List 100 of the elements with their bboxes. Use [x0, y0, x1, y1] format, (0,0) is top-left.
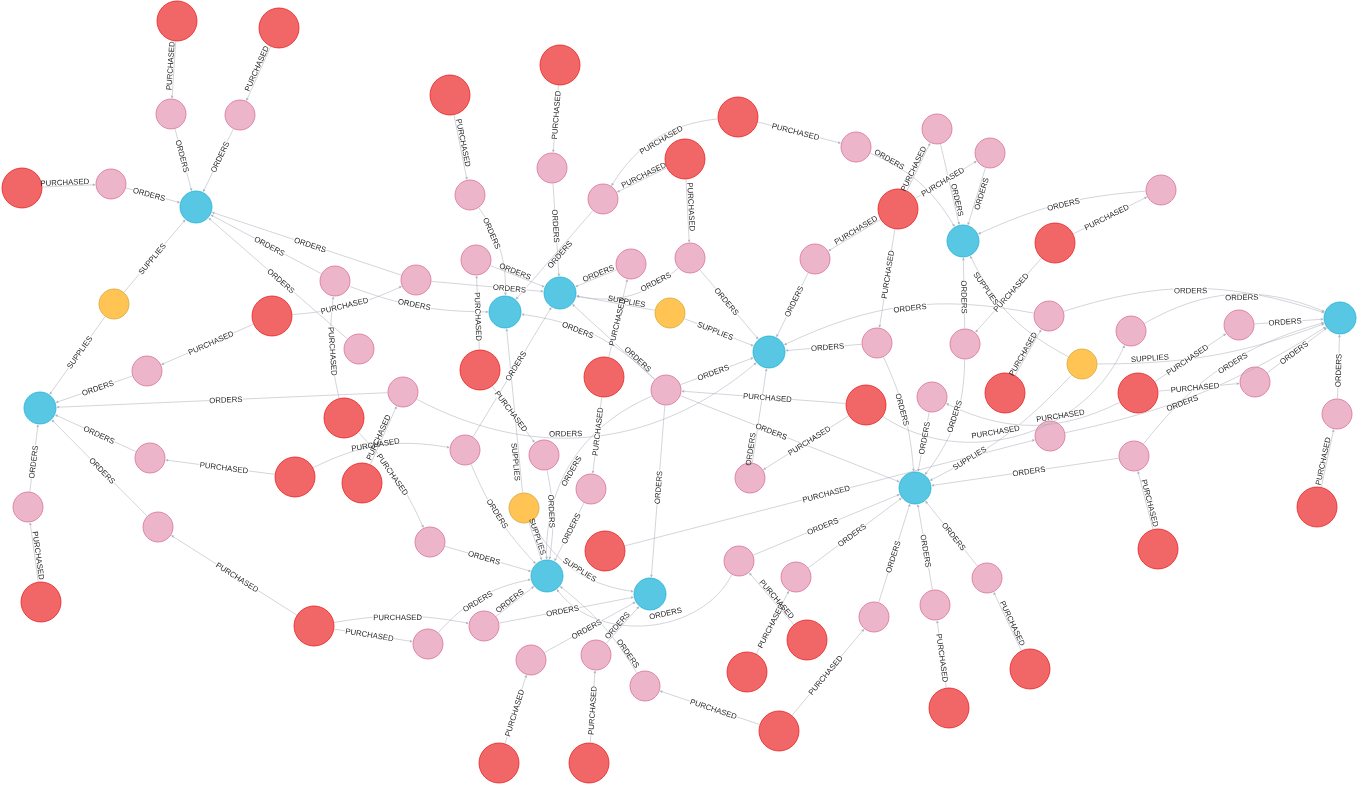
graph-node: [898, 471, 932, 505]
arrow: [531, 521, 634, 593]
graph-node: [155, 98, 187, 130]
graph-node: [629, 670, 661, 702]
graph-node: [459, 349, 501, 391]
graph-node: [274, 456, 316, 498]
graph-node: [1066, 348, 1098, 380]
graph-node: [134, 442, 166, 474]
graph-node: [974, 137, 1006, 169]
arrow: [1321, 429, 1335, 488]
arrow: [246, 46, 271, 101]
graph-node: [1117, 372, 1159, 414]
graph-node: [98, 288, 130, 320]
graph-node: [530, 559, 564, 593]
graph-node: [587, 183, 619, 215]
arrow: [171, 41, 176, 99]
arrow: [560, 586, 638, 674]
graph-node: [142, 511, 174, 543]
arrow: [967, 167, 986, 225]
graph-node: [515, 644, 547, 676]
graph-node: [1033, 300, 1065, 332]
graph-node: [412, 628, 444, 660]
graph-node: [946, 224, 980, 258]
graph-node: [726, 651, 768, 693]
graph-node: [717, 96, 759, 138]
graph-node: [156, 0, 198, 42]
graph-node: [528, 439, 560, 471]
arrow: [1097, 323, 1325, 365]
graph-node: [949, 328, 981, 360]
graph-node: [1, 167, 43, 209]
arrow: [869, 152, 955, 227]
arrow: [528, 522, 542, 561]
arrow: [495, 586, 534, 617]
graph-node: [12, 491, 44, 523]
graph-node: [799, 243, 831, 275]
arrow: [940, 143, 960, 225]
graph-node: [224, 99, 256, 131]
graph-node: [1137, 528, 1179, 570]
graph-node: [674, 242, 706, 274]
graph-node: [478, 742, 520, 784]
arrow: [42, 183, 96, 188]
graph-node: [536, 152, 568, 184]
arrow: [906, 143, 931, 191]
graph-node: [861, 327, 893, 359]
graph-node: [928, 687, 970, 729]
graph-node: [293, 605, 335, 647]
graph-node: [971, 562, 1003, 594]
graph-node: [1118, 440, 1150, 472]
graph-node: [1115, 315, 1147, 347]
graph-node: [1009, 648, 1051, 690]
arrow: [416, 362, 757, 439]
graph-node: [1034, 420, 1066, 452]
graph-node: [919, 589, 951, 621]
arrow: [312, 443, 450, 468]
graph-node: [414, 526, 446, 558]
graph-node: [583, 356, 625, 398]
arrow: [611, 118, 718, 186]
arrow: [828, 219, 881, 251]
graph-node: [131, 355, 163, 387]
arrow: [685, 179, 691, 243]
graph-node: [323, 397, 365, 439]
arrow: [56, 392, 388, 409]
graph-node: [488, 295, 522, 329]
arrow: [556, 574, 733, 627]
graph-node: [1321, 398, 1353, 430]
graph-node: [23, 391, 57, 425]
graph-node: [20, 581, 62, 623]
arrow: [29, 522, 39, 583]
graph-node: [1034, 222, 1076, 264]
graph-node: [858, 601, 890, 633]
arrow: [1064, 326, 1326, 433]
graph-node: [1323, 301, 1357, 335]
arrow: [946, 402, 1121, 426]
arrow: [993, 592, 1022, 651]
graph-node: [916, 381, 948, 413]
graph-node: [845, 384, 887, 426]
arrow: [617, 167, 667, 193]
arrow: [1137, 471, 1154, 530]
graph-node: [840, 131, 872, 163]
graph-node: [319, 265, 351, 297]
graph-node: [568, 742, 610, 784]
graph-node: [1223, 309, 1255, 341]
arrow: [505, 328, 523, 493]
arrow: [882, 345, 1125, 443]
graph-node: [387, 376, 419, 408]
arrow: [515, 210, 594, 300]
graph-node: [752, 335, 786, 369]
graph-node: [454, 179, 486, 211]
arrow: [490, 265, 545, 288]
graph-node: [650, 374, 682, 406]
graph-node: [449, 434, 481, 466]
graph-node: [251, 295, 293, 337]
arrow: [1014, 329, 1042, 376]
graph-node: [1296, 486, 1338, 528]
arrow: [605, 606, 639, 644]
graph-node: [539, 44, 581, 86]
arrow: [575, 269, 617, 287]
graph-node: [543, 276, 577, 310]
graph-node: [400, 264, 432, 296]
graph-node: [723, 545, 755, 577]
